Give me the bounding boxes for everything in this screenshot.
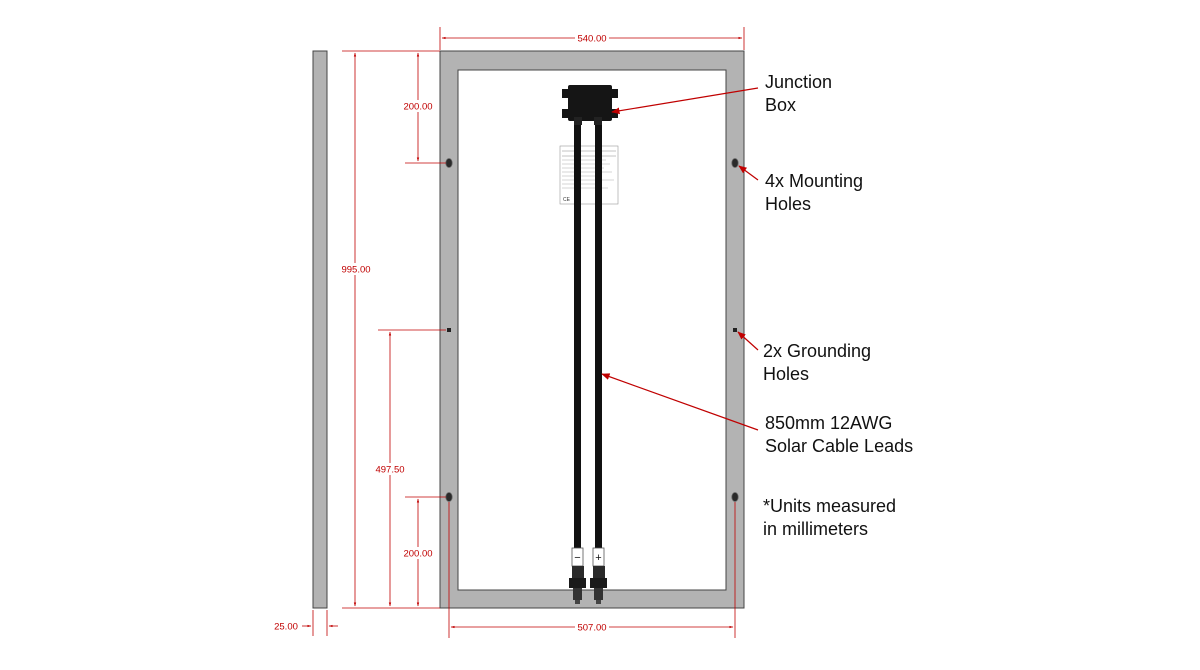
dimension-label-200-bottom: 200.00 [403,549,432,560]
dimension-bottom-hole-offset: 200.00 [402,496,446,607]
dimension-label-200-top: 200.00 [403,102,432,113]
dimension-label-25: 25.00 [274,622,298,633]
dimension-label-995: 995.00 [341,265,370,276]
dimension-overall-width: 540.00 [439,27,745,50]
callout-arrows [601,87,759,431]
mounting-hole-top-left [445,158,453,168]
arrow-mounting-holes [738,165,759,181]
callout-labels: Junction Box 4x Mounting Holes 2x Ground… [763,72,913,539]
mounting-hole-top-right [731,158,739,168]
grounding-hole-left [447,328,451,332]
mounting-hole-bottom-right [731,492,739,502]
dimension-label-497-50: 497.50 [375,465,404,476]
panel-frame [439,50,745,609]
junction-box [562,85,618,125]
arrow-grounding-holes [737,331,759,351]
spec-label: CE [559,145,619,205]
grounding-holes [447,328,737,332]
arrow-junction-box [611,87,759,115]
dimension-label-507: 507.00 [577,623,606,634]
callout-mounting-holes: 4x Mounting Holes [765,171,868,214]
mounting-hole-bottom-left [445,492,453,502]
units-note: *Units measured in millimeters [763,496,901,539]
dimension-ground-hole-height: 497.50 [373,329,446,607]
ce-mark: CE [563,197,571,203]
dimension-frame-thickness: 25.00 [274,610,338,636]
negative-connector-label: − [574,552,580,564]
callout-grounding-holes: 2x Grounding Holes [763,341,876,384]
positive-connector-label: + [595,552,601,564]
side-profile-view [312,50,328,609]
mounting-holes [445,158,739,502]
dimension-label-540: 540.00 [577,34,606,45]
grounding-hole-right [733,328,737,332]
mc4-connectors: − + [569,547,607,604]
dimension-hole-spacing: 507.00 [448,502,736,638]
callout-cable-leads: 850mm 12AWG Solar Cable Leads [765,413,913,456]
dimension-top-hole-offset: 200.00 [402,52,446,164]
solar-cable-leads [574,120,602,550]
callout-junction-box: Junction Box [765,72,837,115]
arrow-cable-leads [601,373,759,431]
dimension-overall-height: 995.00 [340,50,440,609]
